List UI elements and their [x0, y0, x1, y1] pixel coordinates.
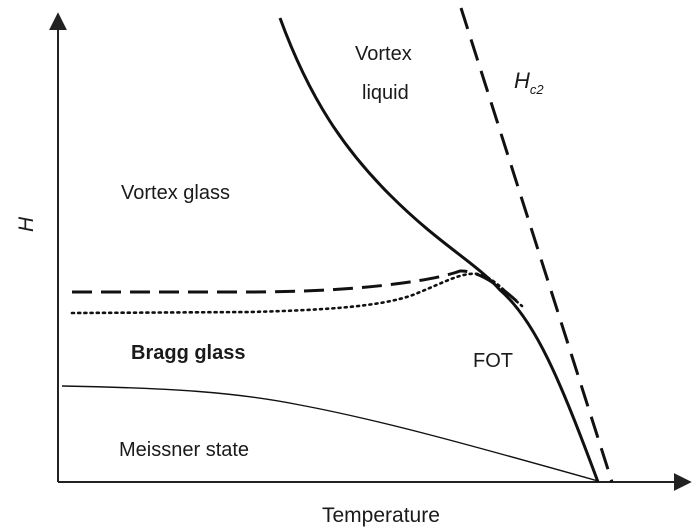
x-axis-title: Temperature	[322, 504, 440, 527]
hc2-label-main: H	[514, 68, 530, 93]
bragg-glass-label: Bragg glass	[131, 342, 245, 364]
hc2-label-sub: c2	[530, 82, 545, 97]
vortex-glass-label: Vortex glass	[121, 182, 230, 204]
vortex-liquid-label-line1: Vortex	[355, 43, 412, 65]
hc2-label: Hc2	[514, 68, 544, 97]
meissner-state-label: Meissner state	[119, 439, 249, 461]
vortex-liquid-label-line2: liquid	[362, 82, 409, 104]
y-axis-title: H	[15, 216, 38, 232]
melting-line	[278, 17, 600, 483]
order-disorder-dashed-line	[72, 269, 524, 308]
order-disorder-dotted-line	[70, 272, 524, 315]
meissner-boundary-line	[61, 385, 599, 482]
hc2-line	[459, 7, 614, 483]
fot-label: FOT	[473, 350, 513, 372]
